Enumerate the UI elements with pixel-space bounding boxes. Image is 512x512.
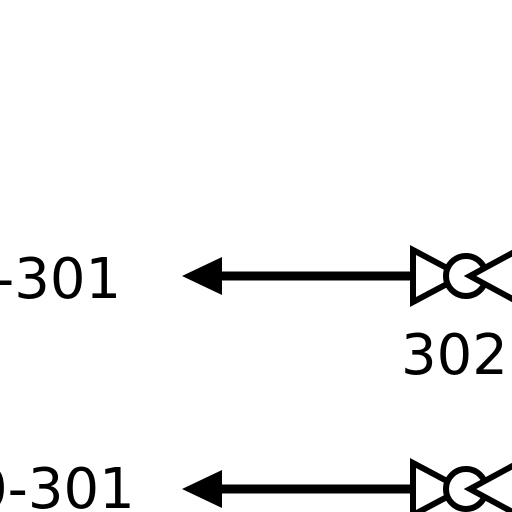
flow-row-1: -301 302 bbox=[0, 245, 512, 388]
line-label-1: -301 bbox=[0, 247, 121, 312]
flow-row-2: 0-301 bbox=[0, 457, 512, 512]
arrow-head-icon bbox=[182, 257, 222, 295]
line-label-2: 0-301 bbox=[0, 457, 135, 512]
gate-valve-icon bbox=[410, 458, 512, 512]
valve-tag-label: 302 bbox=[401, 323, 508, 388]
arrow-head-icon bbox=[182, 470, 222, 508]
gate-valve-icon bbox=[410, 245, 512, 307]
